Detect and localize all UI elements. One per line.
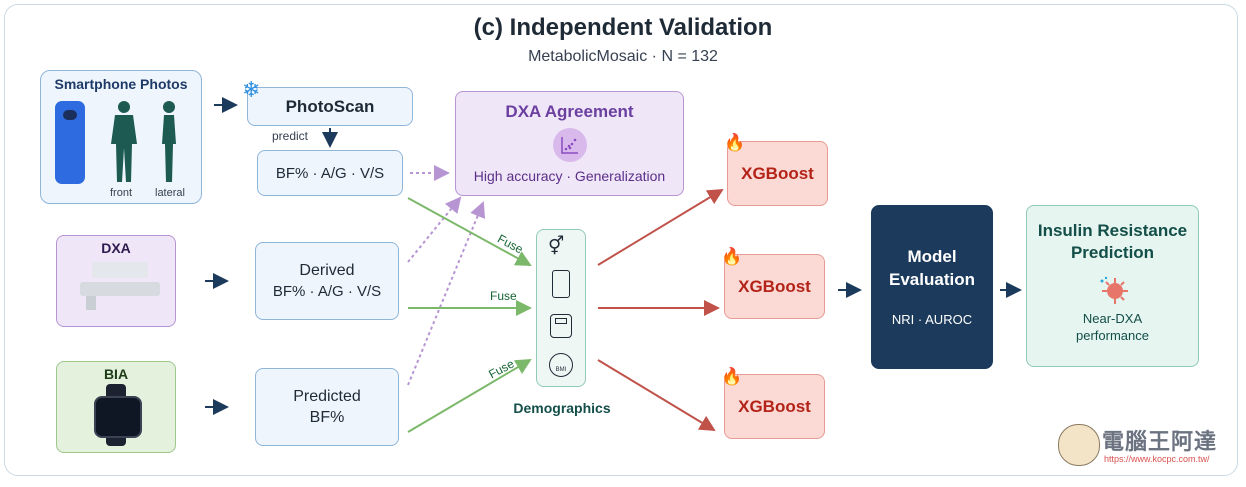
arrow-fuse-3 <box>407 358 532 433</box>
bmi-gauge-icon: BMI <box>549 353 573 377</box>
arrow-red-3 <box>597 359 716 432</box>
bmi-label: BMI <box>555 367 567 373</box>
watermark-name: 電腦王阿達 <box>1102 429 1218 454</box>
arrow-fuse-1 <box>407 197 532 266</box>
diagram-title: (c) Independent Validation <box>473 14 773 41</box>
xgboost-box-1: XGBoost <box>727 141 828 206</box>
lateral-label: lateral <box>155 187 185 199</box>
derived-box: Derived BF% · A/G · V/S <box>255 242 399 320</box>
flame-icon-3: 🔥 <box>721 367 743 386</box>
insulin-line2: Prediction <box>1070 243 1155 262</box>
smartwatch-illustration <box>86 384 146 446</box>
derived-line1: Derived <box>299 262 355 279</box>
scatter-plot-icon <box>552 128 587 162</box>
watermark-url: https://www.kocpc.com.tw/ <box>1104 454 1210 464</box>
xgboost-label-3: XGBoost <box>738 396 811 416</box>
dxa-agreement-title: DXA Agreement <box>505 102 634 121</box>
arrow-dotted-3 <box>407 201 486 386</box>
virus-icon <box>1098 275 1128 305</box>
insulin-resistance-box: Insulin Resistance Prediction Near-DXA p… <box>1026 205 1199 367</box>
body-measure-icon <box>552 270 570 298</box>
predicted-box: Predicted BF% <box>255 368 399 446</box>
xgboost-label-1: XGBoost <box>741 163 814 183</box>
flame-icon-2: 🔥 <box>721 247 743 266</box>
dxa-scanner-illustration <box>80 262 160 312</box>
predicted-line1: Predicted <box>293 387 361 405</box>
smartphone-photos-label: Smartphone Photos <box>54 76 188 92</box>
photoscan-outputs-box: BF% · A/G · V/S <box>257 150 403 196</box>
insulin-text2: performance <box>1076 328 1149 343</box>
bia-input-label: BIA <box>103 366 129 382</box>
insulin-line1: Insulin Resistance <box>1037 221 1188 240</box>
front-label: front <box>110 187 133 199</box>
diagram-subtitle: MetabolicMosaic · N = 132 <box>528 48 718 65</box>
arrow-red-1 <box>597 188 724 266</box>
predict-label: predict <box>272 129 309 143</box>
scale-icon <box>550 314 572 338</box>
photoscan-outputs-text: BF% · A/G · V/S <box>275 164 385 182</box>
xgboost-box-2: XGBoost <box>724 254 825 319</box>
body-lateral-illustration <box>162 101 176 182</box>
dxa-agreement-text: High accuracy · Generalization <box>473 168 666 184</box>
snowflake-icon: ❄ <box>242 77 261 102</box>
dxa-input-box: DXA <box>56 235 176 327</box>
photoscan-label: PhotoScan <box>285 96 375 116</box>
watermark-mascot <box>1058 424 1100 466</box>
flame-icon-1: 🔥 <box>724 133 746 152</box>
dxa-input-label: DXA <box>101 240 131 256</box>
fuse-label-2: Fuse <box>490 289 517 303</box>
model-evaluation-line2: Evaluation <box>889 270 975 289</box>
dxa-agreement-box: DXA Agreement High accuracy · Generaliza… <box>455 91 684 196</box>
derived-line2: BF% · A/G · V/S <box>272 283 382 300</box>
xgboost-box-3: XGBoost <box>724 374 825 439</box>
predicted-line2: BF% <box>309 408 345 426</box>
model-evaluation-box: Model Evaluation NRI · AUROC <box>871 205 993 369</box>
arrow-dotted-2 <box>407 196 462 263</box>
phone-illustration <box>55 101 85 184</box>
model-evaluation-line1: Model <box>907 247 957 266</box>
insulin-text1: Near-DXA <box>1082 311 1143 326</box>
gender-icon: ⚥ <box>548 236 565 256</box>
photoscan-box[interactable]: PhotoScan <box>247 87 413 126</box>
body-front-illustration <box>111 101 137 182</box>
xgboost-label-2: XGBoost <box>738 276 811 296</box>
model-evaluation-metrics: NRI · AUROC <box>891 312 973 327</box>
demographics-label: Demographics <box>513 400 611 416</box>
